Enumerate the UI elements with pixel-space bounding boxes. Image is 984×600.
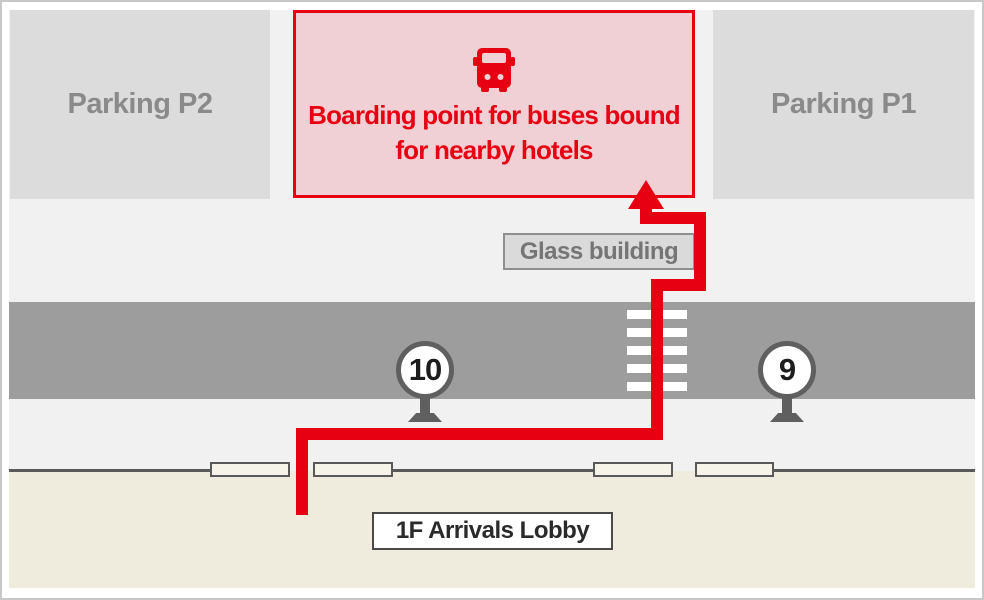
- lobby-wall-segment: [773, 469, 975, 472]
- bus-stop-10-number: 10: [408, 352, 442, 387]
- parking-p1-area: Parking P1: [713, 10, 974, 199]
- lobby-wall-segment: [9, 469, 210, 472]
- glass-building-text: Glass building: [519, 237, 679, 265]
- parking-p2-label: Parking P2: [67, 88, 213, 120]
- lobby-wall-segment: [393, 469, 593, 472]
- crosswalk-stripe: [627, 328, 687, 337]
- parking-p1-label: Parking P1: [771, 88, 916, 120]
- bus-front-icon: [473, 48, 515, 92]
- bus-stop-10-sign: 10: [396, 341, 454, 399]
- crosswalk-stripe: [627, 364, 687, 373]
- bus-stop-9-post: [782, 396, 792, 415]
- glass-building-label: Glass building: [503, 233, 695, 270]
- bus-stop-9-number: 9: [778, 352, 796, 387]
- crosswalk-stripe: [627, 310, 687, 319]
- lobby-door: [593, 462, 673, 477]
- lobby-door: [313, 462, 393, 477]
- bus-stop-9-sign: 9: [758, 341, 816, 399]
- boarding-point-area: Boarding point for buses bound for nearb…: [293, 10, 695, 198]
- arrivals-lobby-label: 1F Arrivals Lobby: [372, 512, 613, 550]
- lobby-door: [210, 462, 290, 477]
- road: [9, 302, 975, 399]
- parking-p2-area: Parking P2: [10, 10, 270, 199]
- bus-stop-9-base: [770, 413, 804, 422]
- boarding-point-label-line2: for nearby hotels: [395, 135, 593, 166]
- lobby-door: [695, 462, 774, 477]
- crosswalk-stripe: [627, 346, 687, 355]
- arrivals-lobby-text: 1F Arrivals Lobby: [395, 517, 590, 544]
- crosswalk-stripe: [627, 382, 687, 391]
- boarding-point-label-line1: Boarding point for buses bound: [308, 100, 681, 130]
- boarding-point-label: Boarding point for buses bound for nearb…: [308, 98, 681, 168]
